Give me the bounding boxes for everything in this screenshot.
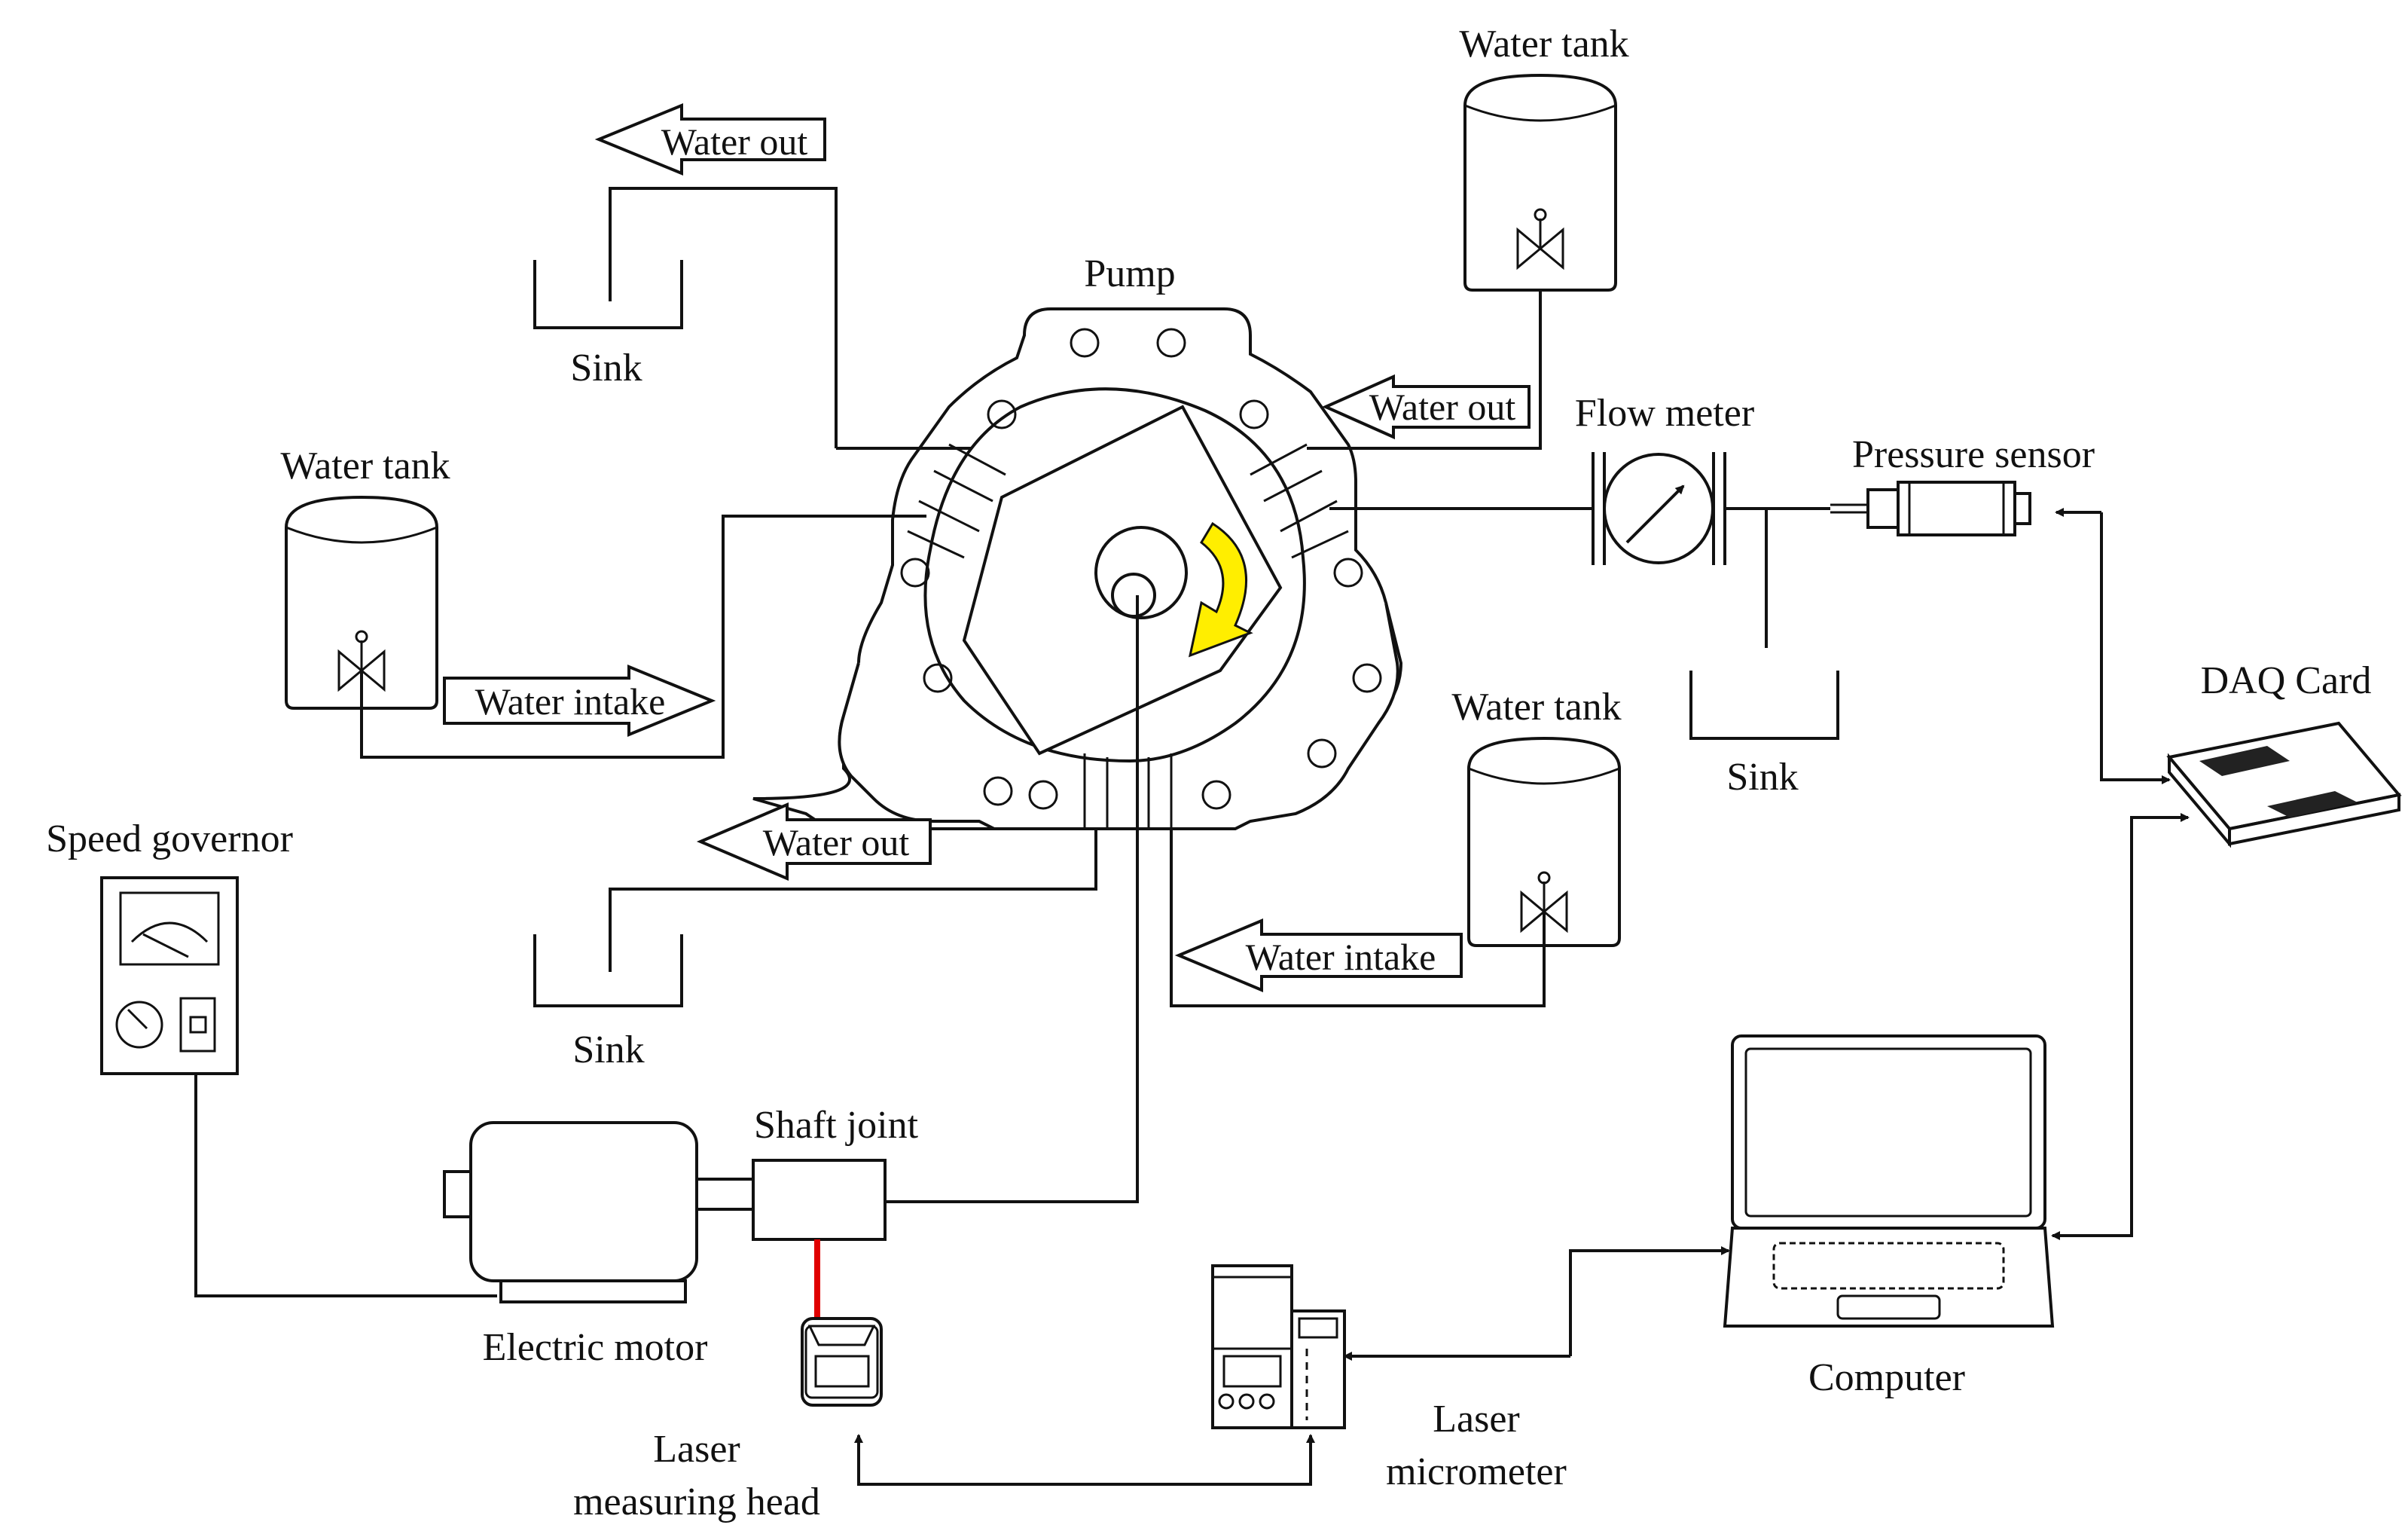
- water-out-arrow-right: [1322, 374, 1531, 440]
- link-daq-computer: [2051, 816, 2169, 1240]
- pump-shaft-inner: [1111, 573, 1156, 618]
- sink-bottom-left-label: Sink: [572, 1028, 644, 1071]
- sink-top-label: Sink: [570, 347, 642, 390]
- computer-laptop: [1723, 1034, 2055, 1328]
- sink-right-label: Sink: [1726, 756, 1798, 799]
- water-out-top-text: Water out: [661, 121, 808, 163]
- water-tank-bottom-label: Water tank: [1451, 686, 1621, 729]
- link-sensor-daq: [2100, 512, 2171, 784]
- link-micrometer-computer: [1569, 1246, 1730, 1356]
- water-tank-bottom: [1467, 736, 1621, 947]
- shaft-joint-label: Shaft joint: [754, 1104, 919, 1147]
- water-out-arrow-left: [696, 802, 932, 882]
- pump-label: Pump: [1084, 252, 1175, 295]
- daq-card-label: DAQ Card: [2201, 659, 2372, 702]
- water-tank-top: [1463, 73, 1617, 292]
- water-intake-left-text: Water intake: [475, 680, 666, 723]
- water-intake-arrow-bottom: [1174, 918, 1463, 993]
- pump: [752, 307, 1403, 830]
- laser-micrometer-label-2: micrometer: [1386, 1450, 1567, 1493]
- sink-right: [1689, 671, 1839, 740]
- pump-bolt-holes: [900, 328, 1382, 810]
- pipe-intake-left: [360, 515, 926, 759]
- flow-meter-label: Flow meter: [1575, 392, 1754, 435]
- laser-measuring-head: [801, 1317, 883, 1407]
- rotation-arrow: [1188, 521, 1253, 658]
- link-head-micrometer: [881, 1434, 1315, 1486]
- speed-governor-label: Speed governor: [46, 817, 293, 860]
- speed-governor: [100, 876, 239, 1075]
- laser-head-label-1: Laser: [653, 1428, 740, 1471]
- electric-motor-label: Electric motor: [483, 1326, 708, 1369]
- laser-micrometer: [1211, 1264, 1346, 1429]
- link-micrometer-head: [854, 1434, 881, 1486]
- laser-micrometer-label-1: Laser: [1433, 1398, 1519, 1441]
- computer-label: Computer: [1808, 1356, 1965, 1399]
- electric-motor: [443, 1121, 755, 1303]
- sink-bottom-left: [533, 934, 683, 1007]
- pipe-tank-top: [1307, 290, 1542, 450]
- water-tank-top-label: Water tank: [1459, 23, 1628, 66]
- pipe-out-top-2: [609, 187, 838, 448]
- link-shaft-pump: [885, 595, 1139, 1203]
- pressure-sensor: [1830, 481, 2031, 536]
- water-out-right-text: Water out: [1369, 386, 1516, 428]
- pressure-sensor-label: Pressure sensor: [1852, 433, 2095, 476]
- water-out-left-text: Water out: [763, 821, 910, 863]
- sink-top: [533, 260, 683, 329]
- pipe-intake-bottom: [1170, 829, 1546, 1007]
- daq-card: [2166, 721, 2402, 848]
- water-intake-arrow-left: [443, 665, 716, 737]
- shaft-joint: [752, 1159, 887, 1241]
- pipe-out-bottom: [609, 829, 1097, 972]
- laser-head-label-2: measuring head: [573, 1481, 820, 1523]
- flow-meter: [1592, 452, 1726, 565]
- water-intake-bottom-text: Water intake: [1246, 936, 1436, 978]
- link-governor-motor: [194, 1074, 497, 1297]
- water-tank-left: [285, 495, 438, 710]
- water-tank-left-label: Water tank: [280, 445, 450, 487]
- water-out-arrow-top: [594, 103, 826, 176]
